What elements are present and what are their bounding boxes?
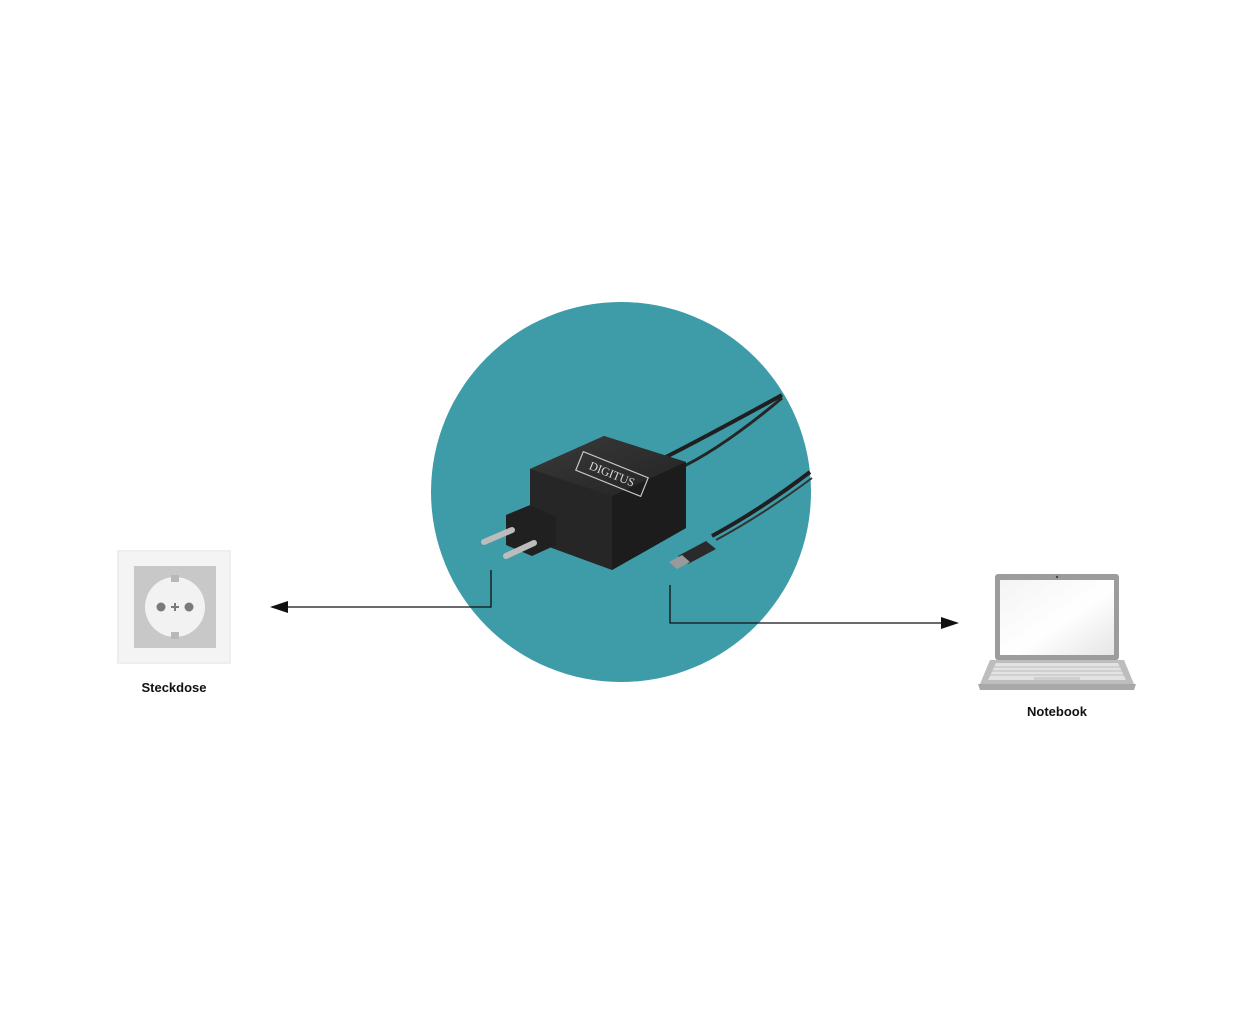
notebook-label: Notebook xyxy=(1027,704,1087,719)
power-socket-icon xyxy=(117,550,231,664)
charger-illustration: DIGITUS xyxy=(481,393,813,570)
arrow-to-socket xyxy=(270,570,492,613)
notebook-icon xyxy=(978,574,1136,690)
arrow-to-notebook xyxy=(669,585,959,629)
socket-label: Steckdose xyxy=(141,680,207,695)
